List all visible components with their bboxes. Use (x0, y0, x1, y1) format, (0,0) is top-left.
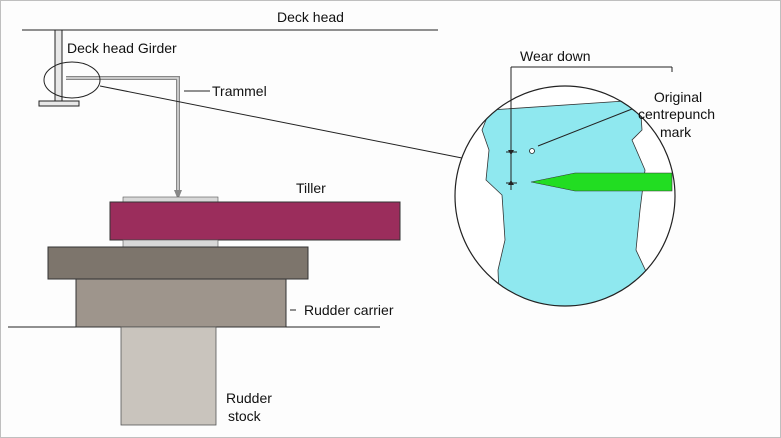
centrepunch-mark (529, 148, 535, 154)
centrepunch-leader (537, 108, 633, 147)
wear-down-label: Wear down (520, 48, 591, 64)
tiller-bar (109, 201, 401, 241)
rudder-carrier (75, 278, 287, 328)
tiller-boss (122, 239, 219, 248)
original-mark-label-1: Original (653, 89, 703, 105)
trammel-rod (66, 76, 180, 193)
trammel-label: Trammel (212, 83, 267, 99)
original-mark-label-3: mark (660, 124, 692, 140)
trammel-pointer (530, 172, 673, 192)
magnified-detail (455, 86, 675, 306)
trammel-tip (174, 190, 182, 200)
deck-head-girder-label: Deck head Girder (67, 40, 177, 56)
deck-head-label: Deck head (277, 9, 344, 25)
carrier-top-plate (47, 246, 309, 280)
original-mark-label-2: centrepunch (638, 106, 716, 122)
rudder-carrier-label: Rudder carrier (304, 302, 394, 318)
deck-head-girder (54, 29, 63, 103)
rudder-stock-label-1: Rudder (226, 390, 272, 406)
rudder-stock (120, 326, 217, 426)
tiller-label: Tiller (296, 180, 326, 196)
rudder-stock-label-2: stock (228, 408, 261, 424)
detail-stock-fill (481, 99, 651, 306)
girder-flange (38, 100, 80, 107)
detail-connector (99, 85, 463, 159)
detail-circle (454, 85, 676, 307)
detail-ellipse (43, 61, 101, 99)
